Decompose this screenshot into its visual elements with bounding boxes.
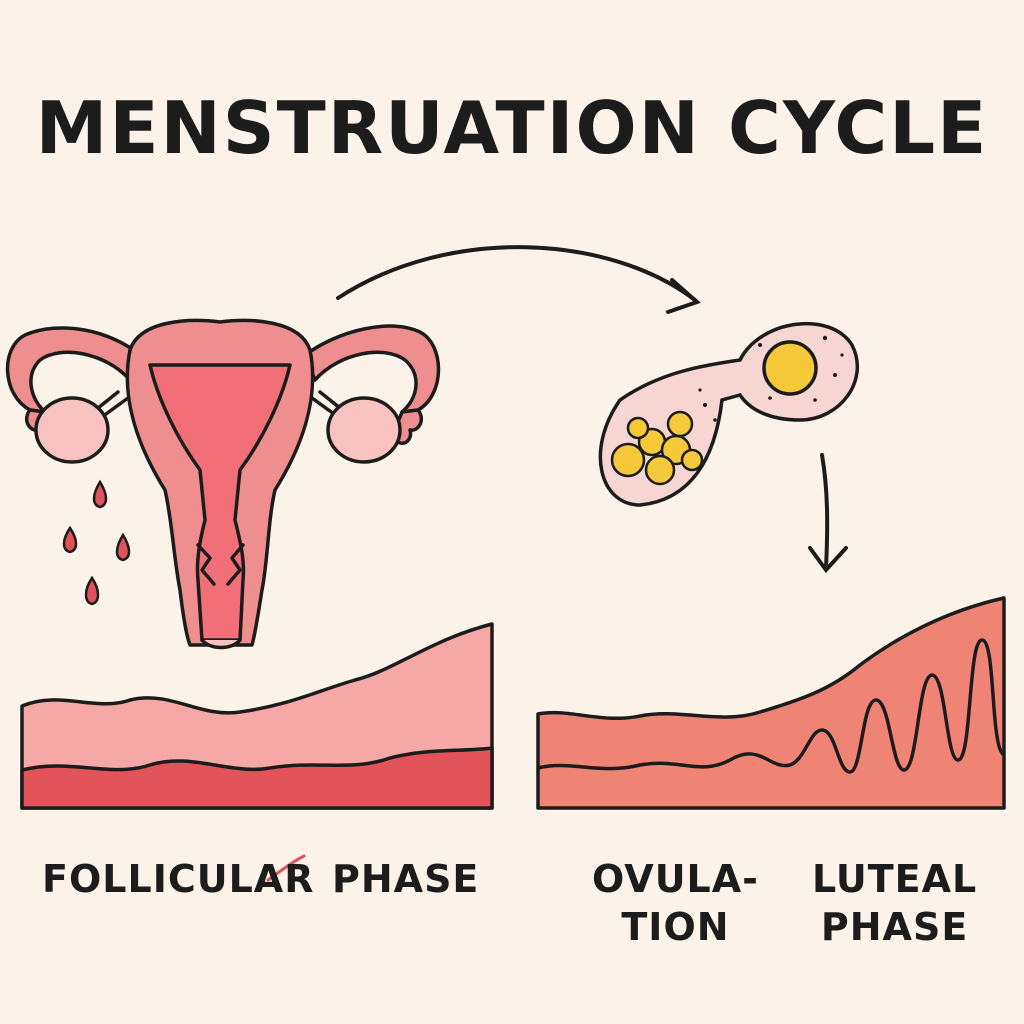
follicular-lining-chart [20,622,494,810]
label-ovulation-line2: TION [621,904,730,949]
label-follicular: FOLLICULAR [42,856,314,904]
left-ovary [34,396,110,464]
label-ovulation-line1: OVULA- [592,857,759,901]
label-luteal-line2: PHASE [820,904,969,949]
label-follicular-phase: PHASE [332,856,479,904]
blood-drop [62,525,78,554]
blood-drop [115,532,131,562]
diagram-title: MENSTRUATION CYCLE [35,86,989,170]
blood-drop [84,575,100,606]
luteal-lining-chart [536,596,1006,810]
speckles [698,335,844,422]
label-luteal-phase: LUTEAL PHASE [812,856,977,951]
red-tick-mark [266,854,306,882]
blood-drops [62,479,131,606]
ovulation-illustration [598,321,859,507]
label-phase-text: PHASE [332,857,480,901]
top-curved-arrow [336,245,701,314]
follicle-sac [598,321,859,507]
label-ovulation: OVULA- TION [592,856,759,951]
down-arrow [808,453,848,574]
blood-drop [92,479,108,509]
label-follicular-text: FOLLICULAR [42,857,315,901]
egg-cell [762,340,818,396]
uterus-illustration [5,318,441,650]
label-luteal-line1: LUTEAL [812,857,978,901]
right-ovary [326,396,402,464]
follicle-cluster [610,410,704,486]
